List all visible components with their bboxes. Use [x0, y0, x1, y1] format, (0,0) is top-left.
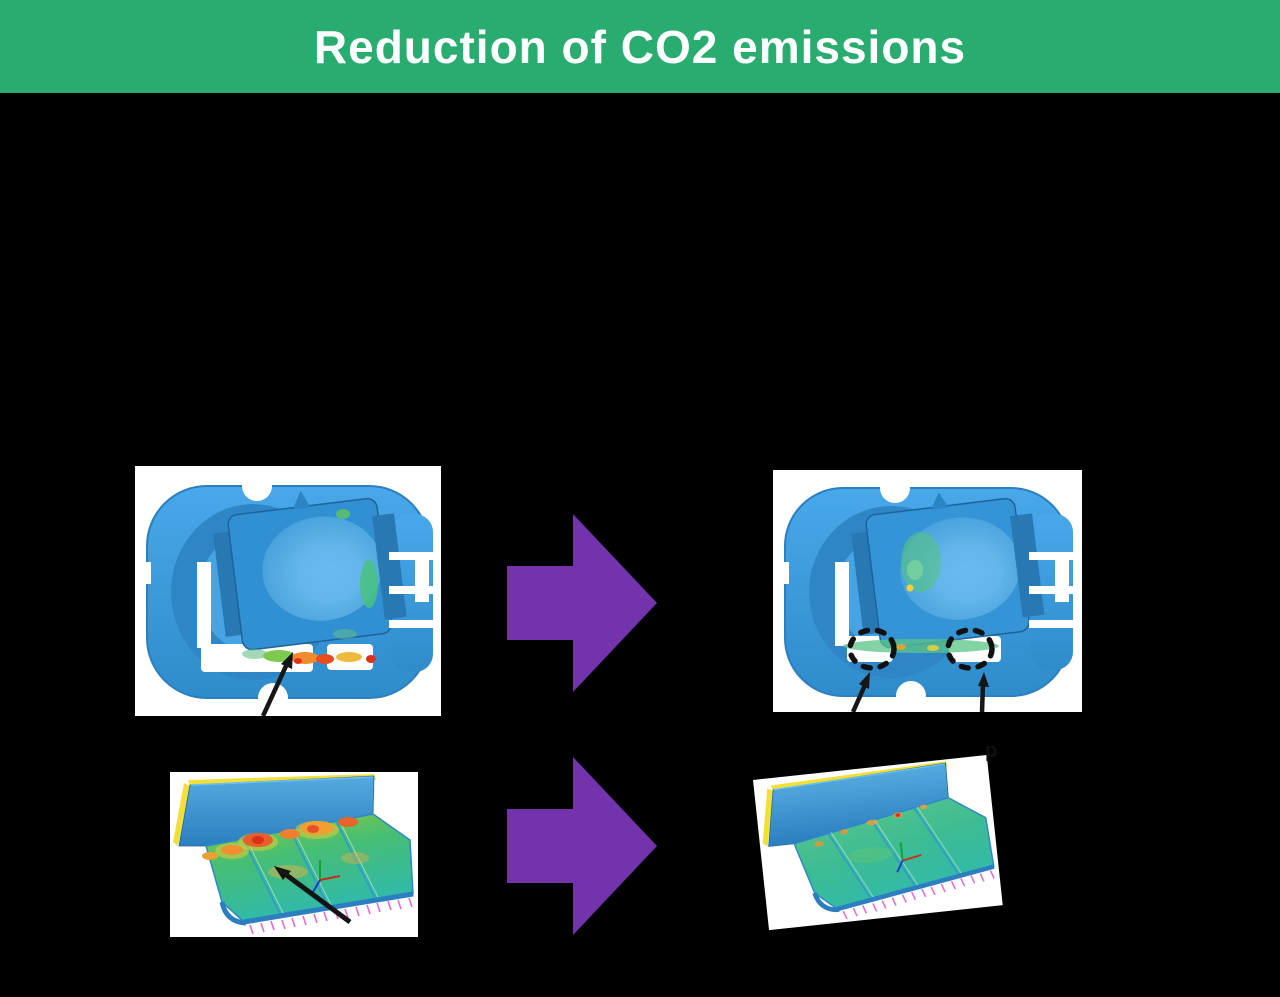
right-block-arrow-icon: [507, 514, 657, 692]
load-ticks-icon: [249, 897, 413, 935]
annotation-arrow-icon: [850, 672, 870, 712]
slide-title: Reduction of CO2 emissions: [313, 20, 967, 73]
figure-mold-before: [135, 466, 441, 716]
dashed-highlight-icon: [847, 627, 897, 671]
annotation-arrow-icon: [978, 672, 989, 712]
annotation-arrow-icon: [260, 652, 293, 716]
beam-heatmap-before-icon: [173, 774, 414, 935]
figure-mold-after: [773, 470, 1082, 712]
figure-beam-before: [170, 772, 418, 937]
figure-beam-after: [753, 755, 1003, 931]
mold-heatmap-before-icon: [141, 471, 433, 716]
annotation-arrow-icon: [274, 866, 352, 925]
axes-icon: [312, 860, 341, 893]
dashed-highlight-icon: [945, 627, 995, 671]
beam-heatmap-after-icon: [762, 761, 995, 920]
load-ticks-icon: [842, 870, 995, 920]
mold-heatmap-after-icon: [779, 473, 1073, 712]
axes-icon: [896, 842, 922, 873]
right-block-arrow-icon: [507, 757, 657, 935]
text-fragment: p: [985, 740, 998, 762]
title-bar: Reduction of CO2 emissions: [0, 0, 1280, 93]
